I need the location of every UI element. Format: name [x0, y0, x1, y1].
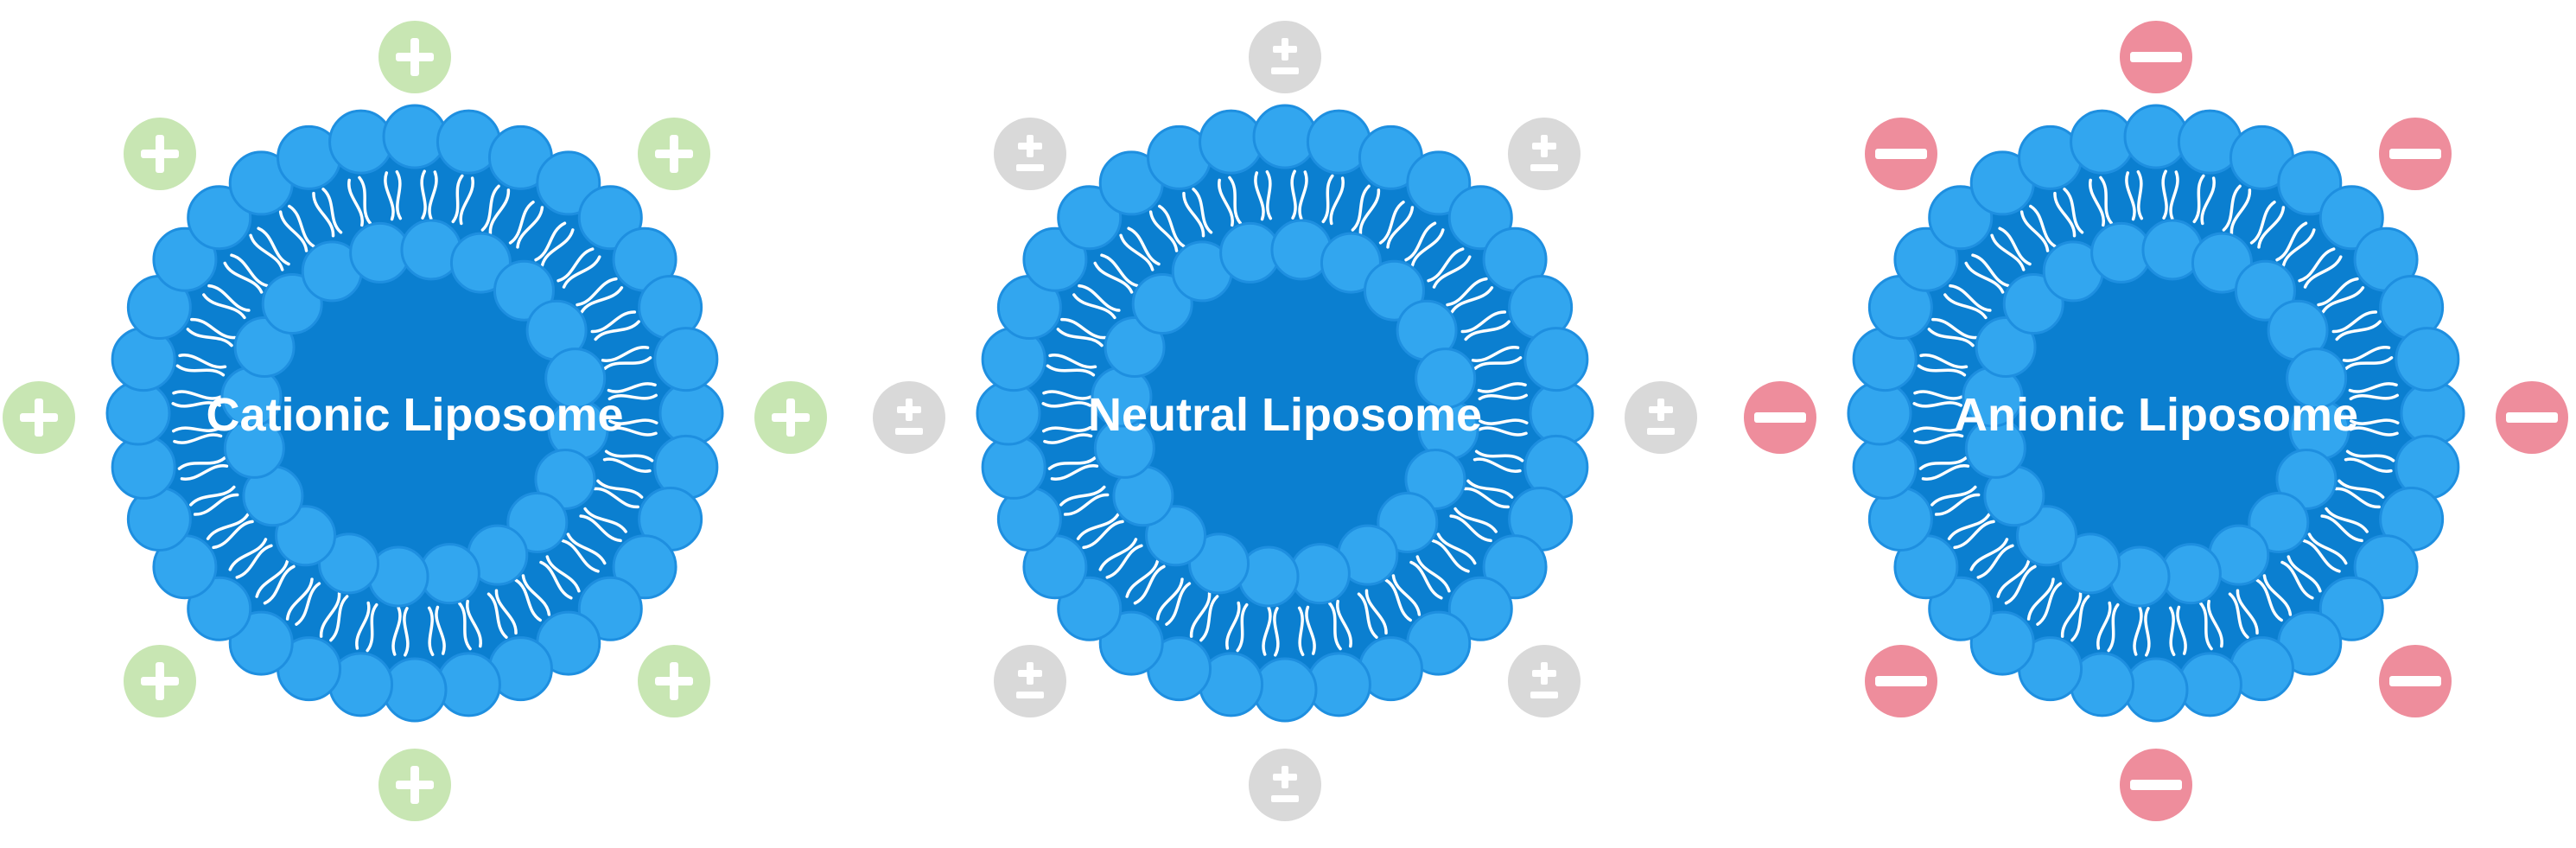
plus-minus-icon [1508, 645, 1581, 717]
plus-icon [3, 381, 75, 454]
plus-icon [754, 381, 827, 454]
minus-icon [2379, 645, 2452, 717]
charge-group [3, 21, 827, 821]
charge-group [873, 21, 1697, 821]
plus-icon [124, 645, 196, 717]
cationic-liposome: Cationic Liposome [3, 21, 827, 821]
plus-icon [124, 118, 196, 190]
lipid-tails [1041, 169, 1529, 657]
plus-icon [638, 645, 710, 717]
inner-lipid-heads [1962, 219, 2350, 608]
minus-icon [2120, 749, 2192, 821]
charge-group [1744, 21, 2568, 821]
liposome-label: Cationic Liposome [206, 389, 623, 441]
neutral-liposome: Neutral Liposome [873, 21, 1697, 821]
minus-icon [2496, 381, 2568, 454]
plus-icon [378, 21, 451, 93]
anionic-liposome: Anionic Liposome [1744, 21, 2568, 821]
liposome-core [1008, 137, 1562, 690]
plus-minus-icon [1249, 749, 1321, 821]
liposome-label: Neutral Liposome [1088, 389, 1482, 441]
plus-minus-icon [873, 381, 945, 454]
outer-lipid-heads [976, 104, 1594, 723]
minus-icon [2379, 118, 2452, 190]
minus-icon [1865, 645, 1937, 717]
minus-icon [2120, 21, 2192, 93]
minus-icon [1865, 118, 1937, 190]
plus-minus-icon [1625, 381, 1697, 454]
liposome-core [1880, 137, 2433, 690]
plus-icon [378, 749, 451, 821]
plus-icon [638, 118, 710, 190]
outer-lipid-heads [105, 104, 724, 723]
lipid-tails [171, 169, 658, 657]
lipid-tails [1912, 169, 2400, 657]
plus-minus-icon [994, 118, 1066, 190]
liposome-core [138, 137, 691, 690]
inner-lipid-heads [1091, 219, 1479, 608]
plus-minus-icon [1508, 118, 1581, 190]
outer-lipid-heads [1847, 104, 2465, 723]
liposome-label: Anionic Liposome [1954, 389, 2358, 441]
inner-lipid-heads [220, 219, 609, 608]
plus-minus-icon [1249, 21, 1321, 93]
plus-minus-icon [994, 645, 1066, 717]
minus-icon [1744, 381, 1816, 454]
